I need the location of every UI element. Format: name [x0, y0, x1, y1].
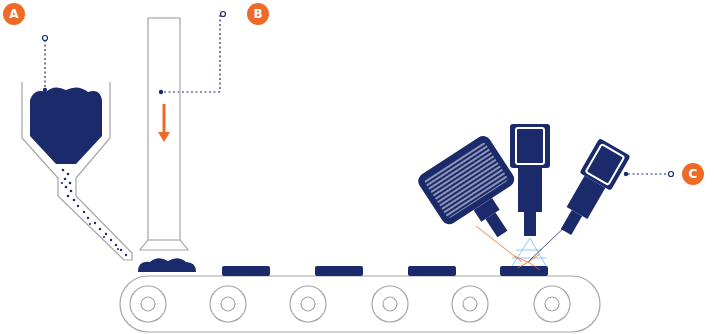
- leader-line: [159, 12, 226, 95]
- tablet-press: [140, 18, 188, 250]
- leader-line: [43, 36, 48, 93]
- callout-letter: A: [3, 3, 25, 25]
- conveyor-belt: [120, 276, 600, 332]
- powder-hopper: [22, 82, 132, 260]
- callout-letter: C: [682, 163, 704, 185]
- leader-line: [624, 172, 674, 177]
- callout-letter: B: [247, 3, 269, 25]
- inspection-beams: [476, 222, 570, 270]
- tablets: [138, 258, 548, 276]
- inspection-cameras: [415, 124, 630, 258]
